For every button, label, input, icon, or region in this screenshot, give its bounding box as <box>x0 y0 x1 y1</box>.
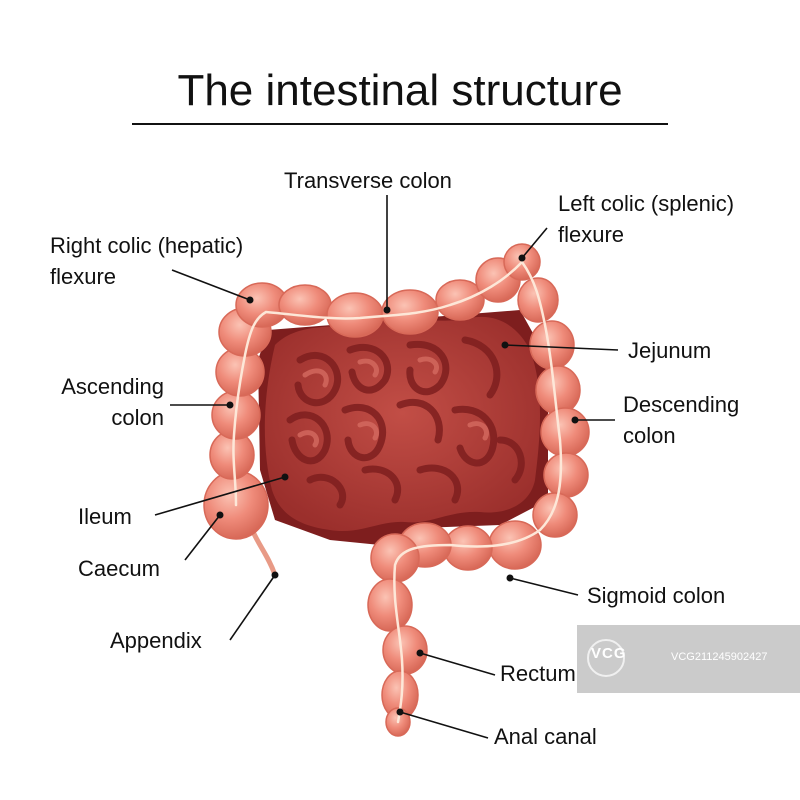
taenia-coli <box>232 260 563 724</box>
label-appendix: Appendix <box>110 628 202 653</box>
label-rectum: Rectum <box>500 661 576 686</box>
label-descending-colon-line2: colon <box>623 423 676 448</box>
label-left-colic-flexure: Left colic (splenic) flexure <box>558 188 734 250</box>
watermark-id: VCG211245902427 <box>671 651 768 663</box>
label-transverse-colon: Transverse colon <box>284 168 452 193</box>
label-caecum: Caecum <box>78 556 160 581</box>
label-anal-canal: Anal canal <box>494 724 597 749</box>
label-left-colic-flexure-line2: flexure <box>558 222 625 247</box>
watermark: VCG VCG211245902427 <box>577 625 800 693</box>
label-ascending-colon-line1: Ascending <box>61 374 164 399</box>
watermark-brand: VCG <box>591 645 627 662</box>
label-ascending-colon-line2: colon <box>111 405 164 430</box>
label-right-colic-flexure-line1: Right colic (hepatic) <box>50 233 244 258</box>
small-intestine <box>264 316 540 532</box>
label-descending-colon: Descending colon <box>623 389 739 451</box>
label-sigmoid-colon: Sigmoid colon <box>587 583 726 608</box>
label-left-colic-flexure-line1: Left colic (splenic) <box>558 191 735 216</box>
diagram-title: The intestinal structure <box>177 66 623 115</box>
title-underline <box>132 123 668 125</box>
anchor-dots <box>216 254 579 716</box>
label-descending-colon-line1: Descending <box>623 392 740 417</box>
label-right-colic-flexure-line2: flexure <box>50 264 117 289</box>
label-jejunum: Jejunum <box>628 338 712 363</box>
label-ileum: Ileum <box>78 504 132 529</box>
watermark-logo-icon <box>587 639 625 677</box>
label-ascending-colon: Ascending colon <box>38 371 164 433</box>
label-right-colic-flexure: Right colic (hepatic) flexure <box>50 230 243 292</box>
leader-lines <box>154 195 619 739</box>
